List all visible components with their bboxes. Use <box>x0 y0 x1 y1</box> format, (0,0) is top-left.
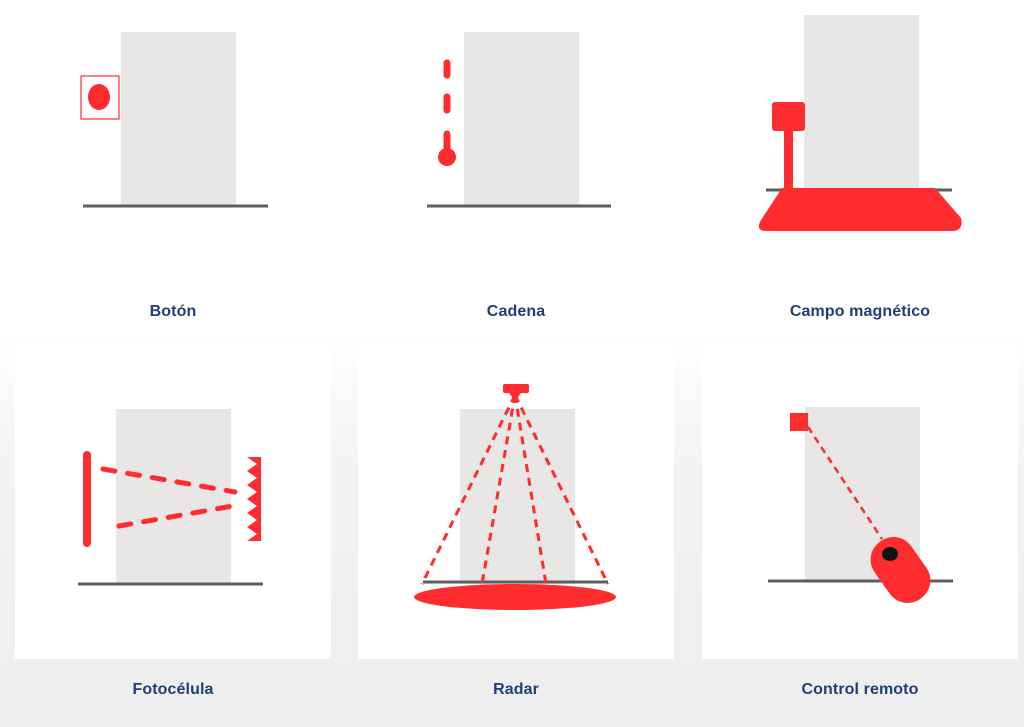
photocell-icon <box>78 409 263 586</box>
option-label-photocell[interactable]: Fotocélula <box>132 681 214 698</box>
push-button-icon <box>80 32 268 208</box>
option-label-button[interactable]: Botón <box>149 303 197 320</box>
radar-icon <box>414 384 616 610</box>
option-card-magnetic-field[interactable] <box>702 0 1018 282</box>
option-card-photocell[interactable] <box>15 345 331 659</box>
magnetic-loop-icon <box>758 15 962 231</box>
option-label-magnetic-field[interactable]: Campo magnético <box>789 303 931 320</box>
option-card-remote-control[interactable] <box>702 345 1018 659</box>
option-label-radar[interactable]: Radar <box>493 681 539 698</box>
option-card-chain[interactable] <box>358 0 674 282</box>
option-card-radar[interactable] <box>358 345 674 659</box>
remote-control-icon <box>768 407 953 603</box>
pull-chain-icon <box>427 32 611 208</box>
option-label-remote-control[interactable]: Control remoto <box>801 681 919 698</box>
option-card-button[interactable] <box>15 0 331 282</box>
option-label-chain[interactable]: Cadena <box>486 303 546 320</box>
